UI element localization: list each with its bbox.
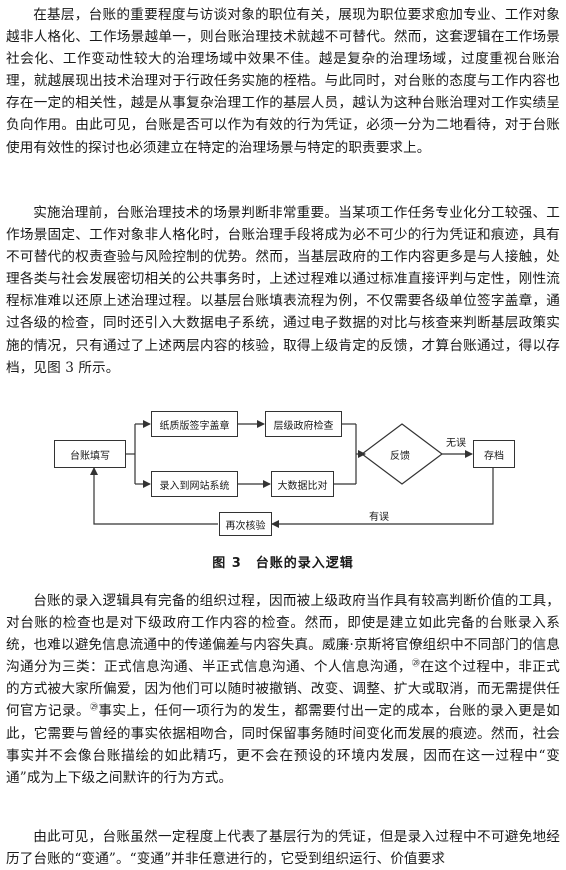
footnote-marker-29: ㉙ xyxy=(89,702,99,712)
node-paper-sign: 纸质版签字盖章 xyxy=(151,411,238,437)
paragraph-2: 实施治理前，台账治理技术的场景判断非常重要。当某项工作任务专业化分工较强、工作场… xyxy=(6,205,560,376)
node-archive: 存档 xyxy=(473,440,515,468)
paragraph-3-part-2: 在这个过程中，非正式的方式被大家所偏爱，因为他们可以随时被撤销、改变、调整、扩大… xyxy=(6,659,560,720)
edge-archive-recheck xyxy=(271,468,494,528)
node-online-entry: 录入到网站系统 xyxy=(151,471,238,497)
footnote-marker-28: ㉘ xyxy=(411,658,421,668)
paragraph-3: 台账的录入逻辑具有完备的组织过程，因而被上级政府当作具有较高判断价值的工具，对台… xyxy=(6,590,560,789)
edge-label-has-error: 有误 xyxy=(369,512,389,523)
node-feedback: 反馈 xyxy=(390,451,410,462)
paragraph-4: 由此可见，台账虽然一定程度上代表了基层行为的凭证，但是录入过程中不可避免地经历了… xyxy=(6,829,560,868)
edge-label-no-error: 无误 xyxy=(446,438,466,449)
node-bigdata-compare: 大数据比对 xyxy=(271,471,334,497)
flow-arrows xyxy=(90,420,494,528)
feedback-diamond-shape xyxy=(361,423,443,485)
edge-recheck-fill xyxy=(90,467,218,525)
flow-diagram: 台账填写 纸质版签字盖章 层级政府检查 录入到网站系统 大数据比对 反馈 存档 … xyxy=(0,404,566,544)
node-fill: 台账填写 xyxy=(54,440,126,468)
paragraph-3-part-3: 事实上，任何一项行为的发生，都需要付出一定的成本，台账的录入更是如此，它需要与曾… xyxy=(6,703,560,786)
figure-caption: 图 3 台账的录入逻辑 xyxy=(212,556,354,571)
node-level-review: 层级政府检查 xyxy=(265,411,342,437)
paragraph-1: 在基层，台账的重要程度与访谈对象的职位有关，展现为职位要求愈加专业、工作对象越非… xyxy=(6,7,560,156)
node-recheck: 再次核验 xyxy=(219,512,272,536)
paragraph-3-part-1: 台账的录入逻辑具有完备的组织过程，因而被上级政府当作具有较高判断价值的工具，对台… xyxy=(6,593,560,676)
